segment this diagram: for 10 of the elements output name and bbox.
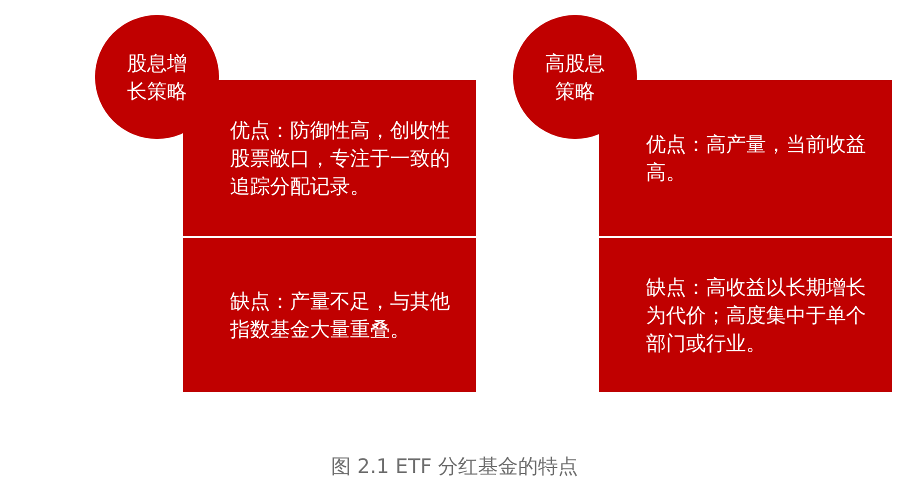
disadvantage-panel [599,238,892,392]
disadvantage-panel [183,238,476,392]
panel-text: 缺点：产量不足，与其他指数基金大量重叠。 [230,288,451,343]
strategy-title: 股息增长策略 [126,50,188,105]
panel-text: 优点：高产量，当前收益高。 [646,131,867,186]
panel-text: 缺点：高收益以长期增长为代价；高度集中于单个部门或行业。 [646,274,867,357]
figure-caption: 图 2.1 ETF 分红基金的特点 [330,454,578,478]
strategy-title: 高股息策略 [544,50,606,105]
advantage-panel [599,80,892,236]
panel-text: 优点：防御性高，创收性股票敞口，专注于一致的追踪分配记录。 [230,117,451,200]
